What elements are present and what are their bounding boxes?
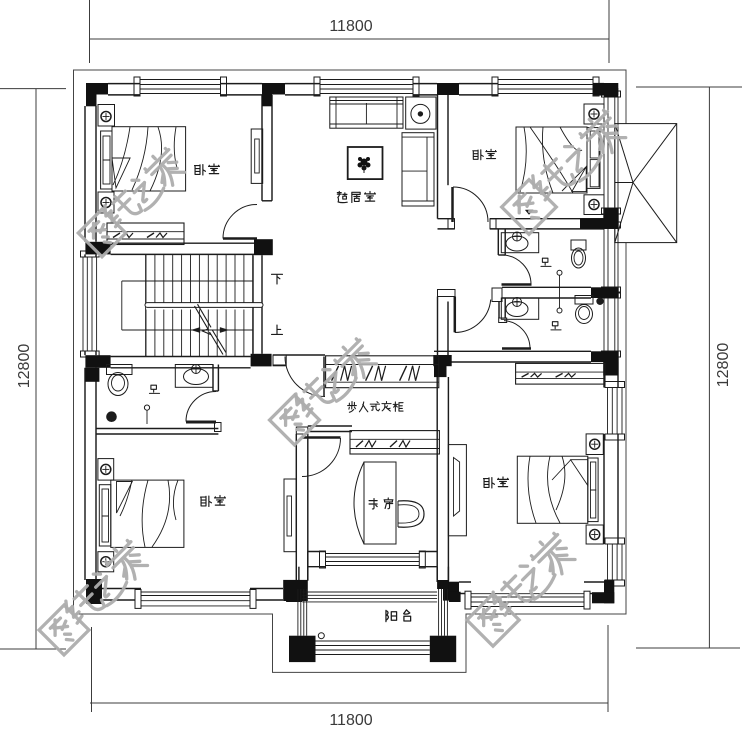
svg-text:11800: 11800 — [329, 18, 372, 35]
svg-text:12800: 12800 — [16, 344, 33, 389]
svg-text:11800: 11800 — [329, 712, 372, 729]
svg-text:12800: 12800 — [715, 343, 732, 388]
